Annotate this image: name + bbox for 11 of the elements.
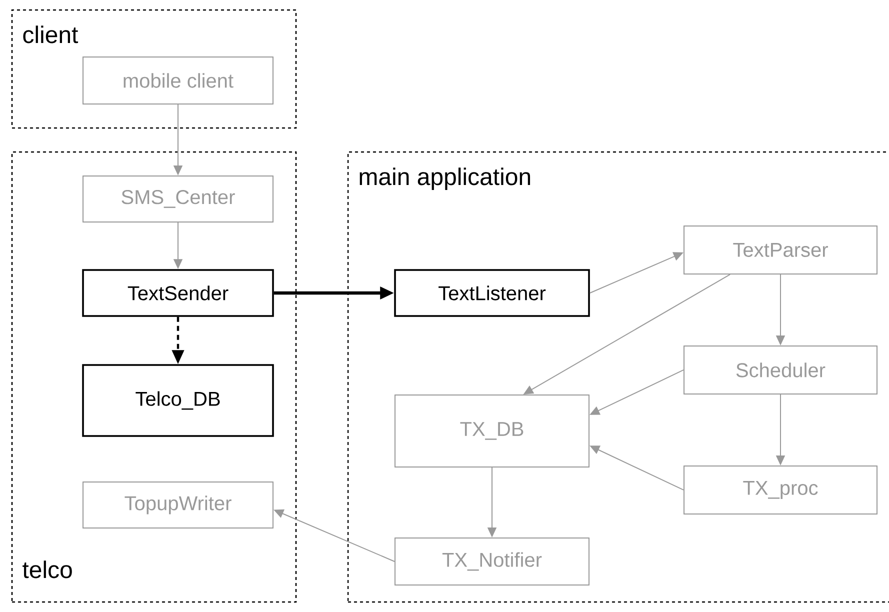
- component-box: Scheduler: [684, 345, 878, 394]
- component-box: TX_DB: [394, 394, 590, 468]
- component-box: TextListener: [394, 269, 590, 317]
- component-box: Telco_DB: [82, 364, 274, 437]
- component-box: TopupWriter: [82, 481, 274, 528]
- component-box: SMS_Center: [82, 175, 274, 222]
- component-box: TextSender: [82, 269, 274, 317]
- component-box: TX_Notifier: [394, 537, 590, 586]
- component-box: TextParser: [684, 226, 878, 274]
- component-box: TX_proc: [684, 465, 878, 514]
- component-box: mobile client: [82, 56, 274, 104]
